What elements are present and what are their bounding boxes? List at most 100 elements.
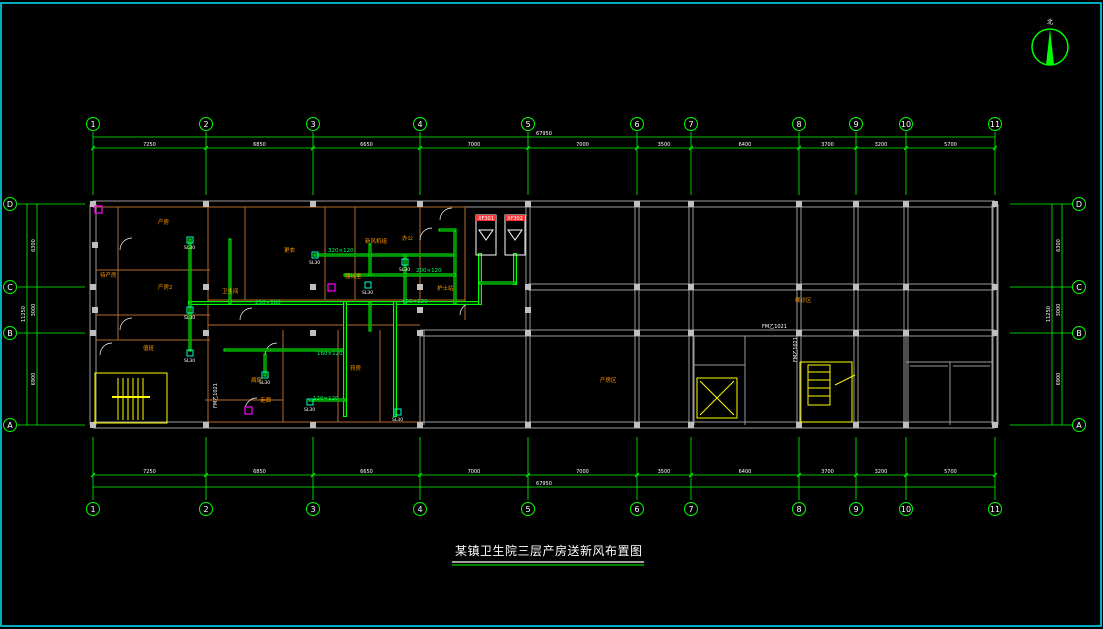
structural-column — [853, 330, 859, 336]
structural-column — [992, 201, 998, 207]
dim-text: 6650 — [360, 469, 373, 475]
axis-bubble-col: 2 — [199, 117, 213, 131]
structural-column — [92, 307, 98, 313]
axis-label-row: B — [7, 329, 13, 338]
diffuser: SL30 — [399, 258, 410, 273]
diffuser: SL30 — [392, 408, 403, 423]
structural-column — [310, 284, 316, 290]
axis-label-row: C — [7, 283, 13, 292]
axis-label-col: 5 — [525, 505, 530, 514]
dim-text: 6900 — [1056, 373, 1062, 386]
structural-column — [796, 330, 802, 336]
diffuser: SL30 — [184, 236, 195, 251]
dim-text: 5700 — [944, 142, 957, 148]
axis-label-col: 10 — [901, 505, 911, 514]
duct-labels: 320×120 200×120 400×120 250×160 160×120 … — [255, 248, 442, 402]
axis-label-col: 6 — [634, 505, 639, 514]
axis-label-col: 10 — [901, 120, 911, 129]
structural-column — [634, 422, 640, 428]
structural-column — [90, 201, 96, 207]
axis-label-col: 2 — [203, 505, 208, 514]
axis-bubble-col: 10 — [899, 502, 913, 516]
structural-column — [90, 330, 96, 336]
structural-column — [903, 284, 909, 290]
structural-column — [992, 422, 998, 428]
structural-column — [203, 330, 209, 336]
structural-column — [688, 284, 694, 290]
axis-label-col: 1 — [90, 505, 95, 514]
diffuser: SL30 — [304, 398, 315, 413]
axis-bubble-col: 11 — [988, 502, 1002, 516]
title-underline — [452, 561, 644, 566]
dim-text: 7250 — [143, 142, 156, 148]
structural-column — [634, 330, 640, 336]
axis-label-row: A — [1076, 421, 1082, 430]
structural-column — [796, 422, 802, 428]
axis-bubble-row: A — [1072, 418, 1086, 432]
axis-bubble-col: 1 — [86, 502, 100, 516]
structural-column — [310, 201, 316, 207]
dim-text: 7250 — [143, 469, 156, 475]
dim-text: 6850 — [253, 469, 266, 475]
room-label: 产房 — [158, 218, 170, 226]
magenta-marker — [327, 283, 336, 292]
room-label: 办公 — [402, 234, 414, 242]
dim-text: 6900 — [31, 373, 37, 386]
diffuser-label: SL30 — [362, 290, 373, 296]
dim-text: 3200 — [875, 469, 888, 475]
dim-text: 3000 — [1056, 304, 1062, 317]
structural-column — [903, 201, 909, 207]
duct-label: 120×120 — [313, 396, 339, 402]
structural-column — [634, 201, 640, 207]
structural-column — [525, 201, 531, 207]
structural-column — [992, 284, 998, 290]
axis-bubble-col: 7 — [684, 502, 698, 516]
duct-label: 160×120 — [317, 351, 343, 357]
structural-column — [310, 422, 316, 428]
structural-column — [903, 422, 909, 428]
axis-bubble-row: B — [1072, 326, 1086, 340]
room-label: 产房2 — [158, 283, 173, 291]
axis-label-row: A — [7, 421, 13, 430]
stair-left — [94, 372, 168, 424]
room-label: 药房 — [350, 364, 362, 372]
fan-unit-xf302: XF302 — [504, 214, 526, 256]
axis-label-col: 1 — [90, 120, 95, 129]
axis-label-row: D — [1076, 200, 1082, 209]
dim-total-text: 67950 — [536, 131, 552, 137]
room-label: 值班 — [143, 344, 155, 352]
room-label: 新风机组 — [365, 237, 388, 245]
magenta-marker — [94, 205, 103, 214]
fresh-air-ducts — [188, 228, 517, 417]
axis-label-col: 3 — [310, 505, 315, 514]
structural-column — [853, 284, 859, 290]
structural-column — [688, 330, 694, 336]
north-label: 北 — [1047, 18, 1053, 26]
axis-label-col: 5 — [525, 120, 530, 129]
structural-column — [903, 330, 909, 336]
axis-label-row: D — [7, 200, 13, 209]
axis-label-col: 3 — [310, 120, 315, 129]
dim-text: 7000 — [576, 142, 589, 148]
door-label: FM乙1021 — [212, 383, 219, 408]
structural-column — [688, 422, 694, 428]
elevator-shaft — [696, 377, 738, 419]
grid-lines — [18, 132, 1072, 500]
axis-bubble-col: 4 — [413, 502, 427, 516]
axis-bubble-col: 11 — [988, 117, 1002, 131]
diffuser: SL30 — [362, 281, 373, 296]
axis-bubble-col: 6 — [630, 502, 644, 516]
diffuser: SL30 — [184, 349, 195, 364]
structural-column — [853, 201, 859, 207]
dim-text: 6400 — [739, 469, 752, 475]
door-labels: FM乙1021 FM乙1021 FM乙1021 — [212, 323, 799, 408]
structural-column — [417, 284, 423, 290]
room-label: 候诊区 — [795, 296, 812, 304]
diffuser: SL30 — [309, 251, 320, 266]
room-label: 待产房 — [100, 271, 117, 279]
drawing-title: 某镇卫生院三层产房送新风布置图 — [455, 544, 643, 558]
axis-label-row: B — [1076, 329, 1082, 338]
